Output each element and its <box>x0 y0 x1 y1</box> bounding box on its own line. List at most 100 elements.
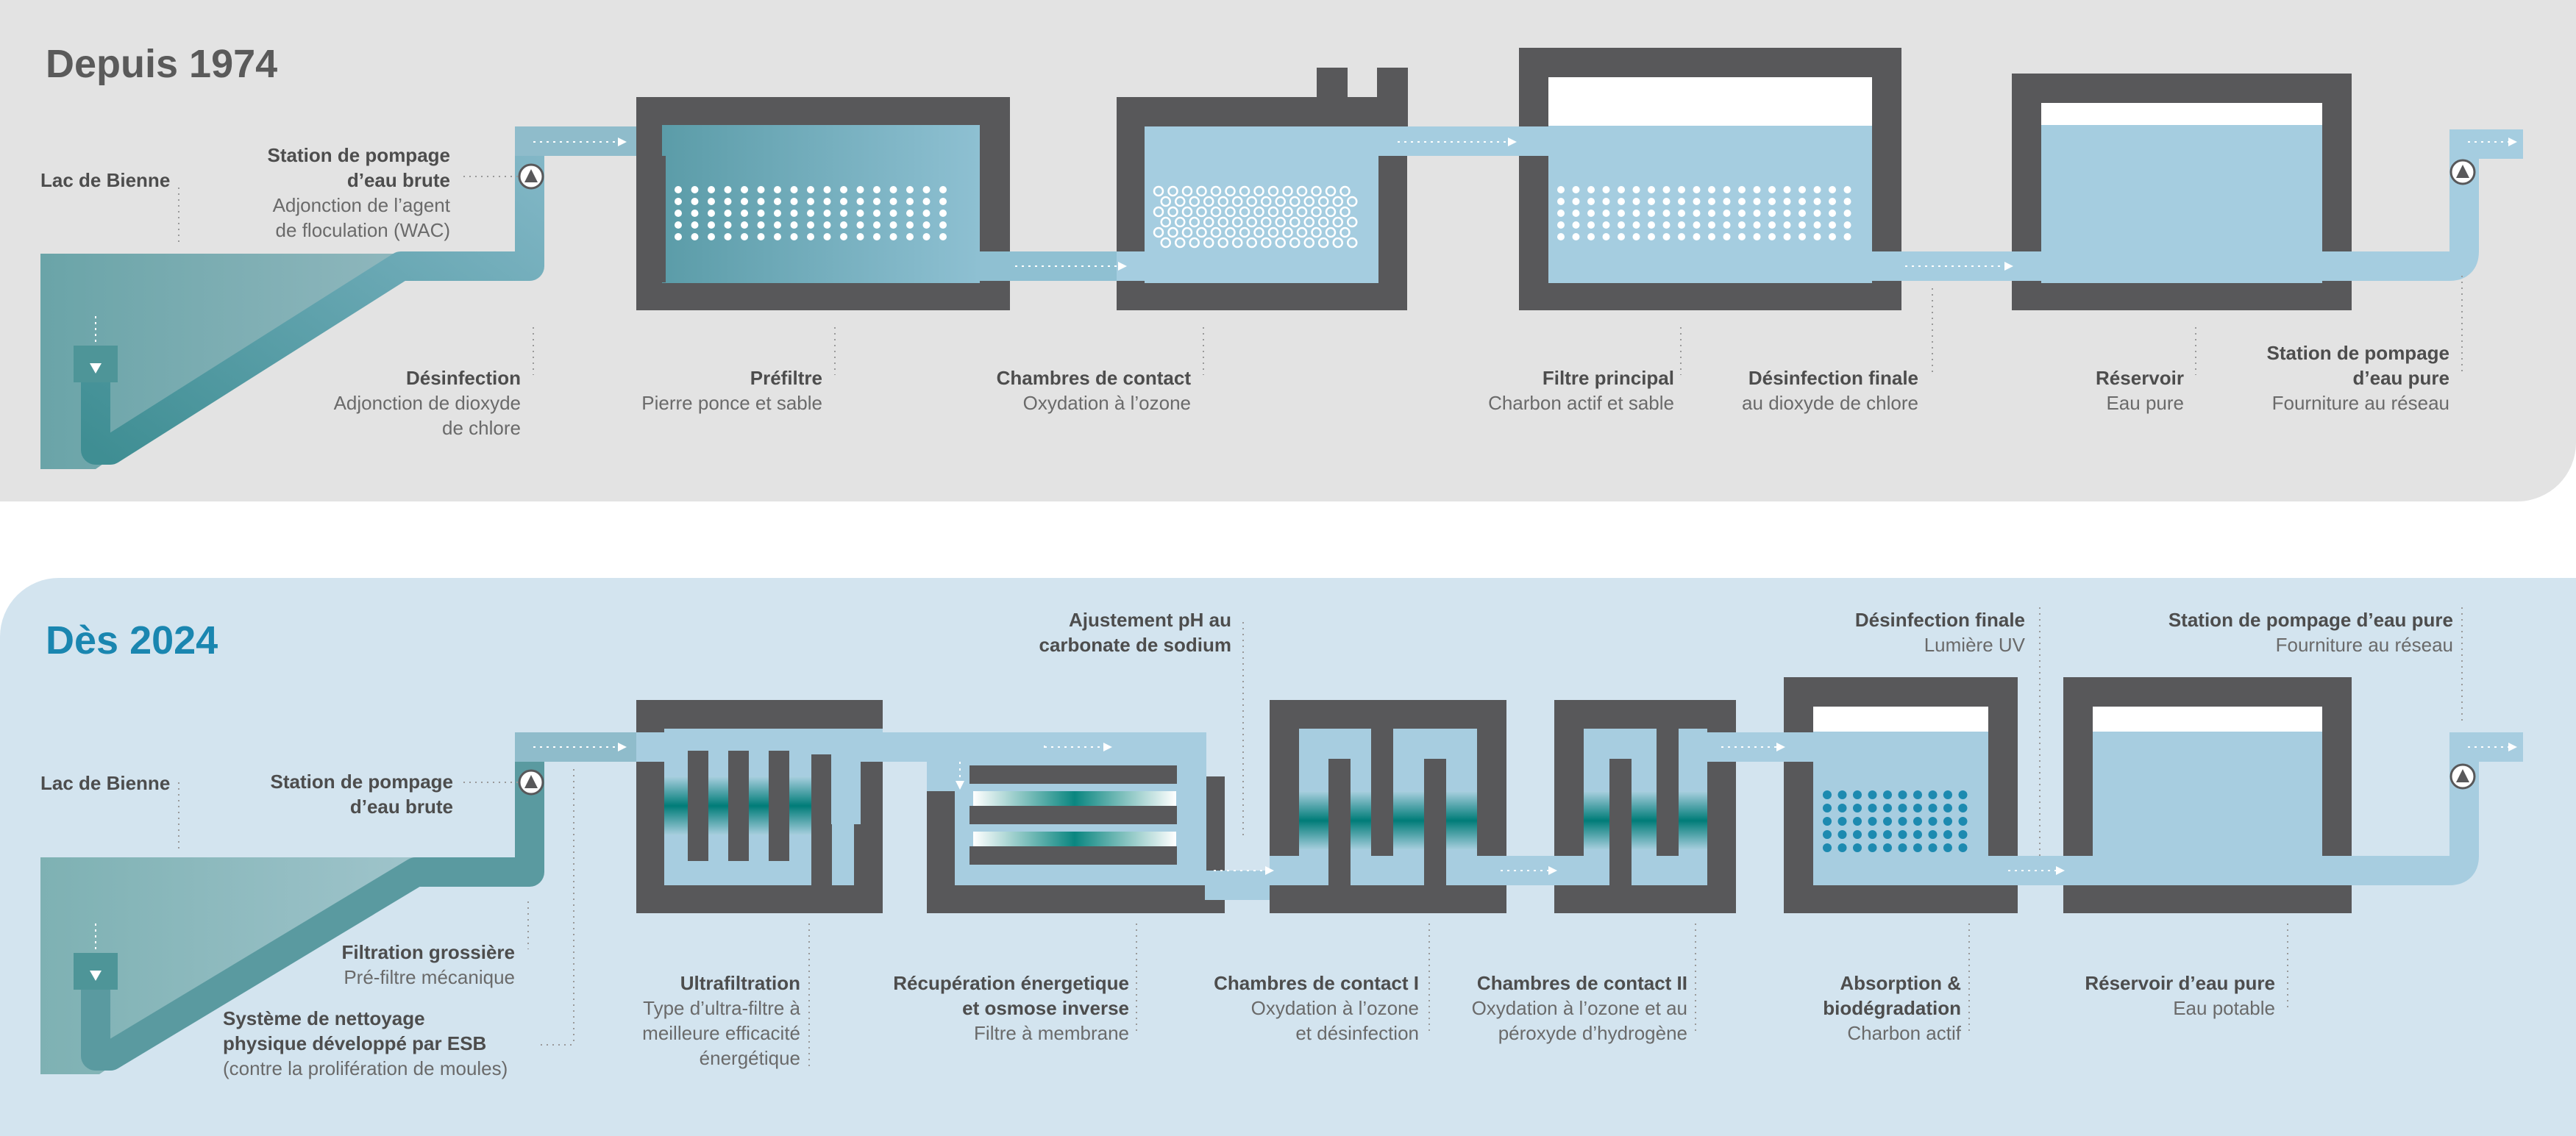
grid-dot <box>1332 196 1343 207</box>
grid-dot <box>1723 186 1731 193</box>
grid-dot <box>1783 186 1791 193</box>
grid-dot <box>1648 221 1655 229</box>
grid-dot <box>1678 186 1685 193</box>
grid-dot <box>1783 210 1791 217</box>
grid-dot <box>1160 216 1171 228</box>
grid-dot <box>1829 186 1836 193</box>
grid-dot <box>1853 817 1862 826</box>
grid-dot <box>1339 185 1351 197</box>
grid-dot <box>1798 233 1806 240</box>
grid-dot <box>1167 226 1178 238</box>
grid-dot <box>1753 198 1761 205</box>
grid-dot <box>873 210 880 217</box>
grid-dot <box>1943 843 1952 852</box>
grid-dot <box>741 233 748 240</box>
grid-dot <box>1928 790 1938 799</box>
grid-dot <box>1261 237 1272 249</box>
grid-dot <box>1662 221 1671 229</box>
grid-dot <box>675 233 682 240</box>
grid-dot <box>1602 210 1610 217</box>
grid-dot <box>1768 186 1776 193</box>
grid-dot <box>1618 221 1625 229</box>
grid-dot <box>757 233 765 240</box>
grid-dot <box>1678 233 1685 240</box>
grid-dot <box>1708 221 1715 229</box>
grid-dot <box>1572 210 1580 217</box>
grid-dot <box>1557 198 1565 205</box>
grid-dot <box>1347 196 1358 207</box>
grid-dot <box>1217 237 1228 249</box>
grid-dot <box>1753 210 1761 217</box>
grid-dot <box>1753 221 1761 229</box>
grid-dot <box>1883 804 1892 812</box>
grid-dot <box>1253 206 1264 218</box>
grid-dot <box>1318 237 1329 249</box>
grid-dot <box>757 198 765 205</box>
grid-dot <box>1813 210 1821 217</box>
label-lake: Lac de Bienne <box>40 772 171 794</box>
grid-dot <box>1210 226 1222 238</box>
grid-dot <box>1557 221 1565 229</box>
grid-dot <box>1943 817 1952 826</box>
grid-dot <box>1267 226 1279 238</box>
grid-dot <box>1738 221 1746 229</box>
grid-dot <box>675 186 682 193</box>
grid-dot <box>840 198 847 205</box>
grid-dot <box>1823 817 1832 826</box>
grid-dot <box>1829 210 1836 217</box>
grid-dot <box>1837 817 1847 826</box>
grid-dot <box>1175 237 1186 249</box>
grid-dot <box>1289 196 1301 207</box>
grid-dot <box>906 221 914 229</box>
grid-dot <box>1587 233 1595 240</box>
grid-dot <box>1693 210 1701 217</box>
grid-dot <box>1618 198 1625 205</box>
grid-dot <box>1618 233 1625 240</box>
label-absorption: Absorption &biodégradation Charbon actif <box>1823 972 1961 1044</box>
grid-dot <box>1632 221 1640 229</box>
grid-dot <box>1883 817 1892 826</box>
pump-icon <box>2449 763 2476 790</box>
grid-dot <box>691 233 699 240</box>
grid-dot <box>1632 233 1640 240</box>
grid-dot <box>1153 206 1164 218</box>
grid-dot <box>1693 198 1701 205</box>
grid-dot <box>1296 185 1308 197</box>
grid-dot <box>675 210 682 217</box>
grid-dot <box>1648 210 1655 217</box>
grid-dot <box>741 186 748 193</box>
grid-dot <box>1203 196 1214 207</box>
grid-dot <box>741 198 748 205</box>
grid-dot <box>1587 221 1595 229</box>
grid-dot <box>1853 804 1862 812</box>
grid-dot <box>1311 226 1322 238</box>
grid-dot <box>1958 817 1968 826</box>
grid-dot <box>1843 233 1851 240</box>
grid-dot <box>1678 221 1685 229</box>
grid-dot <box>1332 237 1343 249</box>
grid-dot <box>1723 221 1731 229</box>
grid-dot <box>1267 206 1279 218</box>
grid-dot <box>1587 210 1595 217</box>
grid-dot <box>1823 804 1832 812</box>
grid-dot <box>790 221 798 229</box>
grid-dot <box>1708 198 1715 205</box>
grid-dot <box>1282 226 1293 238</box>
grid-dot <box>774 210 781 217</box>
grid-dot <box>807 221 814 229</box>
grid-dot <box>1853 790 1862 799</box>
grid-dot <box>1662 233 1671 240</box>
process-diagram-1974 <box>40 48 2523 469</box>
grid-dot <box>1203 237 1214 249</box>
grid-dot <box>1557 210 1565 217</box>
grid-dot <box>1217 196 1228 207</box>
grid-dot <box>1853 843 1862 852</box>
grid-dot <box>1928 804 1938 812</box>
grid-dot <box>1883 843 1892 852</box>
grid-dot <box>1632 210 1640 217</box>
